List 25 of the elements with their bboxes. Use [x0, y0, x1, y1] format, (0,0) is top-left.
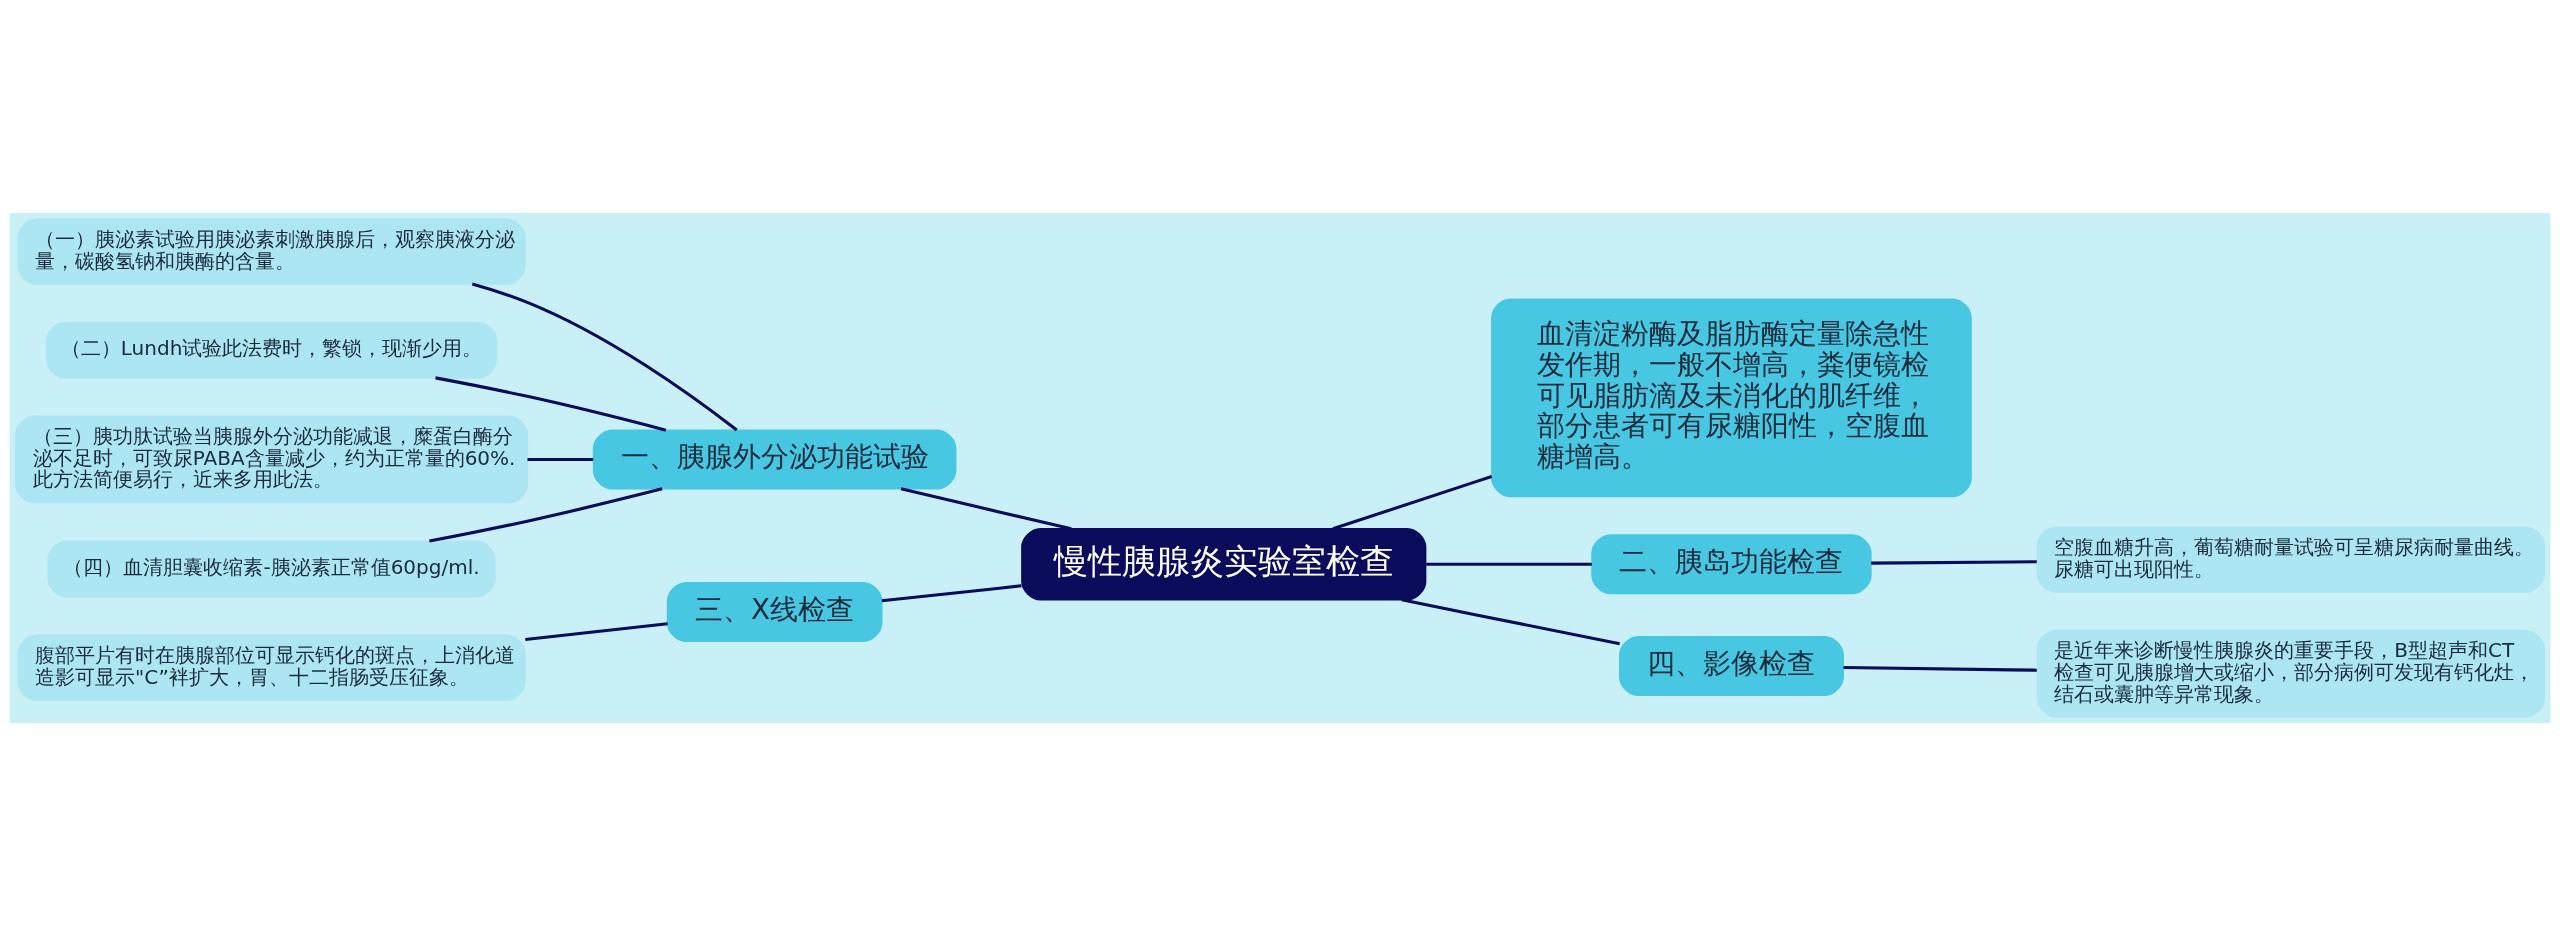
- node-box: 三、X线检查: [666, 582, 883, 643]
- node-box: 二、胰岛功能检查: [1591, 534, 1872, 595]
- connector: [527, 458, 594, 462]
- connector: [471, 282, 738, 432]
- connector: [1332, 474, 1493, 531]
- node-box: 腹部平片有时在胰腺部位可显示钙化的斑点，上消化道造影可显示"C”袢扩大，胃、十二指肠受压征象。: [17, 634, 526, 701]
- connector: [1843, 666, 2037, 672]
- connector: [525, 622, 668, 642]
- node-box: 血清淀粉酶及脂肪酶定量除急性发作期，一般不增高，粪便镜检可见脂肪滴及未消化的肌纤维，部分患者可有尿糖阳性，空腹血糖增高。: [1491, 298, 1972, 498]
- node-box: 一、胰腺外分泌功能试验: [592, 429, 957, 490]
- node-box: （三）胰功肽试验当胰腺外分泌功能减退，糜蛋白酶分泌不足时，可致尿PABA含量减少，约为正常量的60%.此方法简便易行，近来多用此法。: [15, 415, 529, 504]
- node-box: 是近年来诊断慢性胰腺炎的重要手段，B型超声和CT检查可见胰腺增大或缩小，部分病例可发现有钙化灶，结石或囊肿等异常现象。: [2036, 629, 2545, 718]
- node-box: （二）Lundh试验此法费时，繁锁，现渐少用。: [45, 321, 498, 379]
- node-box: （一）胰泌素试验用胰泌素刺激胰腺后，观察胰液分泌量，碳酸氢钠和胰酶的含量。: [17, 218, 526, 285]
- connector: [435, 376, 667, 432]
- connector: [881, 584, 1022, 603]
- node-box: （四）血清胆囊收缩素-胰泌素正常值60pg/ml.: [47, 540, 496, 598]
- node-box: 慢性胰腺炎实验室检查: [1021, 528, 1427, 601]
- connector: [1426, 562, 1592, 566]
- connector: [900, 487, 1072, 531]
- node-box: 四、影像检查: [1618, 635, 1844, 697]
- connector: [1871, 560, 2037, 565]
- connector: [1401, 598, 1620, 646]
- connector: [429, 487, 663, 543]
- node-box: 空腹血糖升高，葡萄糖耐量试验可呈糖尿病耐量曲线。尿糖可出现阳性。: [2036, 526, 2545, 593]
